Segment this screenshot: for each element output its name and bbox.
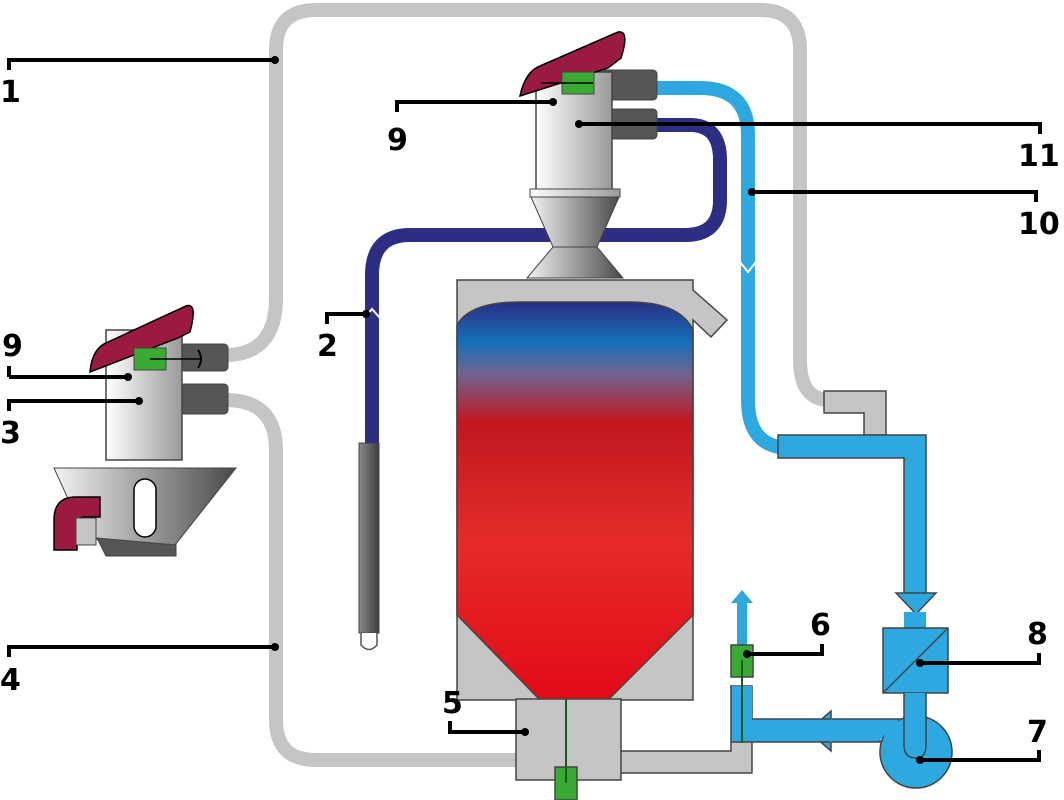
callout-7: 7 (916, 715, 1048, 764)
callout-2: 2 (317, 310, 370, 364)
callout-1: 1 (0, 56, 279, 110)
loader-lid-machine (89, 304, 194, 374)
svg-text:8: 8 (1027, 617, 1048, 652)
callout-5: 5 (442, 686, 529, 736)
svg-text:11: 11 (1018, 139, 1060, 174)
suction-lance-line (365, 118, 727, 445)
air-line-blue (655, 81, 791, 455)
exhaust-arrow-up (731, 590, 753, 603)
svg-text:1: 1 (0, 75, 21, 110)
svg-text:4: 4 (0, 663, 21, 698)
gray-elbow-connector (823, 390, 887, 436)
conveying-line-gray-top (224, 3, 831, 407)
svg-text:7: 7 (1027, 715, 1048, 750)
svg-text:9: 9 (2, 329, 23, 364)
svg-text:6: 6 (810, 608, 831, 643)
flow-arrow-down (739, 261, 757, 274)
callout-6: 6 (743, 608, 831, 658)
flow-arrow-down-large (894, 592, 938, 616)
blue-header-pipe (777, 434, 927, 596)
callout-9-top: 9 (387, 98, 557, 158)
callout-10: 10 (748, 188, 1060, 242)
callout-4: 4 (0, 643, 279, 698)
callout-3: 3 (0, 397, 143, 451)
callout-9-machine: 9 (2, 329, 132, 381)
hopper-body (456, 301, 694, 701)
svg-text:9: 9 (387, 123, 408, 158)
svg-text:5: 5 (442, 686, 463, 721)
loader-lid-top (519, 31, 626, 98)
material-discharge-box (515, 698, 622, 781)
svg-text:10: 10 (1018, 207, 1060, 242)
svg-text:2: 2 (317, 329, 338, 364)
suction-lance (358, 442, 380, 634)
gray-discharge-line (619, 741, 753, 774)
callout-8: 8 (916, 617, 1048, 667)
conveying-line-gray-bottom (224, 393, 520, 767)
svg-text:3: 3 (0, 416, 21, 451)
callout-11: 11 (575, 120, 1060, 174)
